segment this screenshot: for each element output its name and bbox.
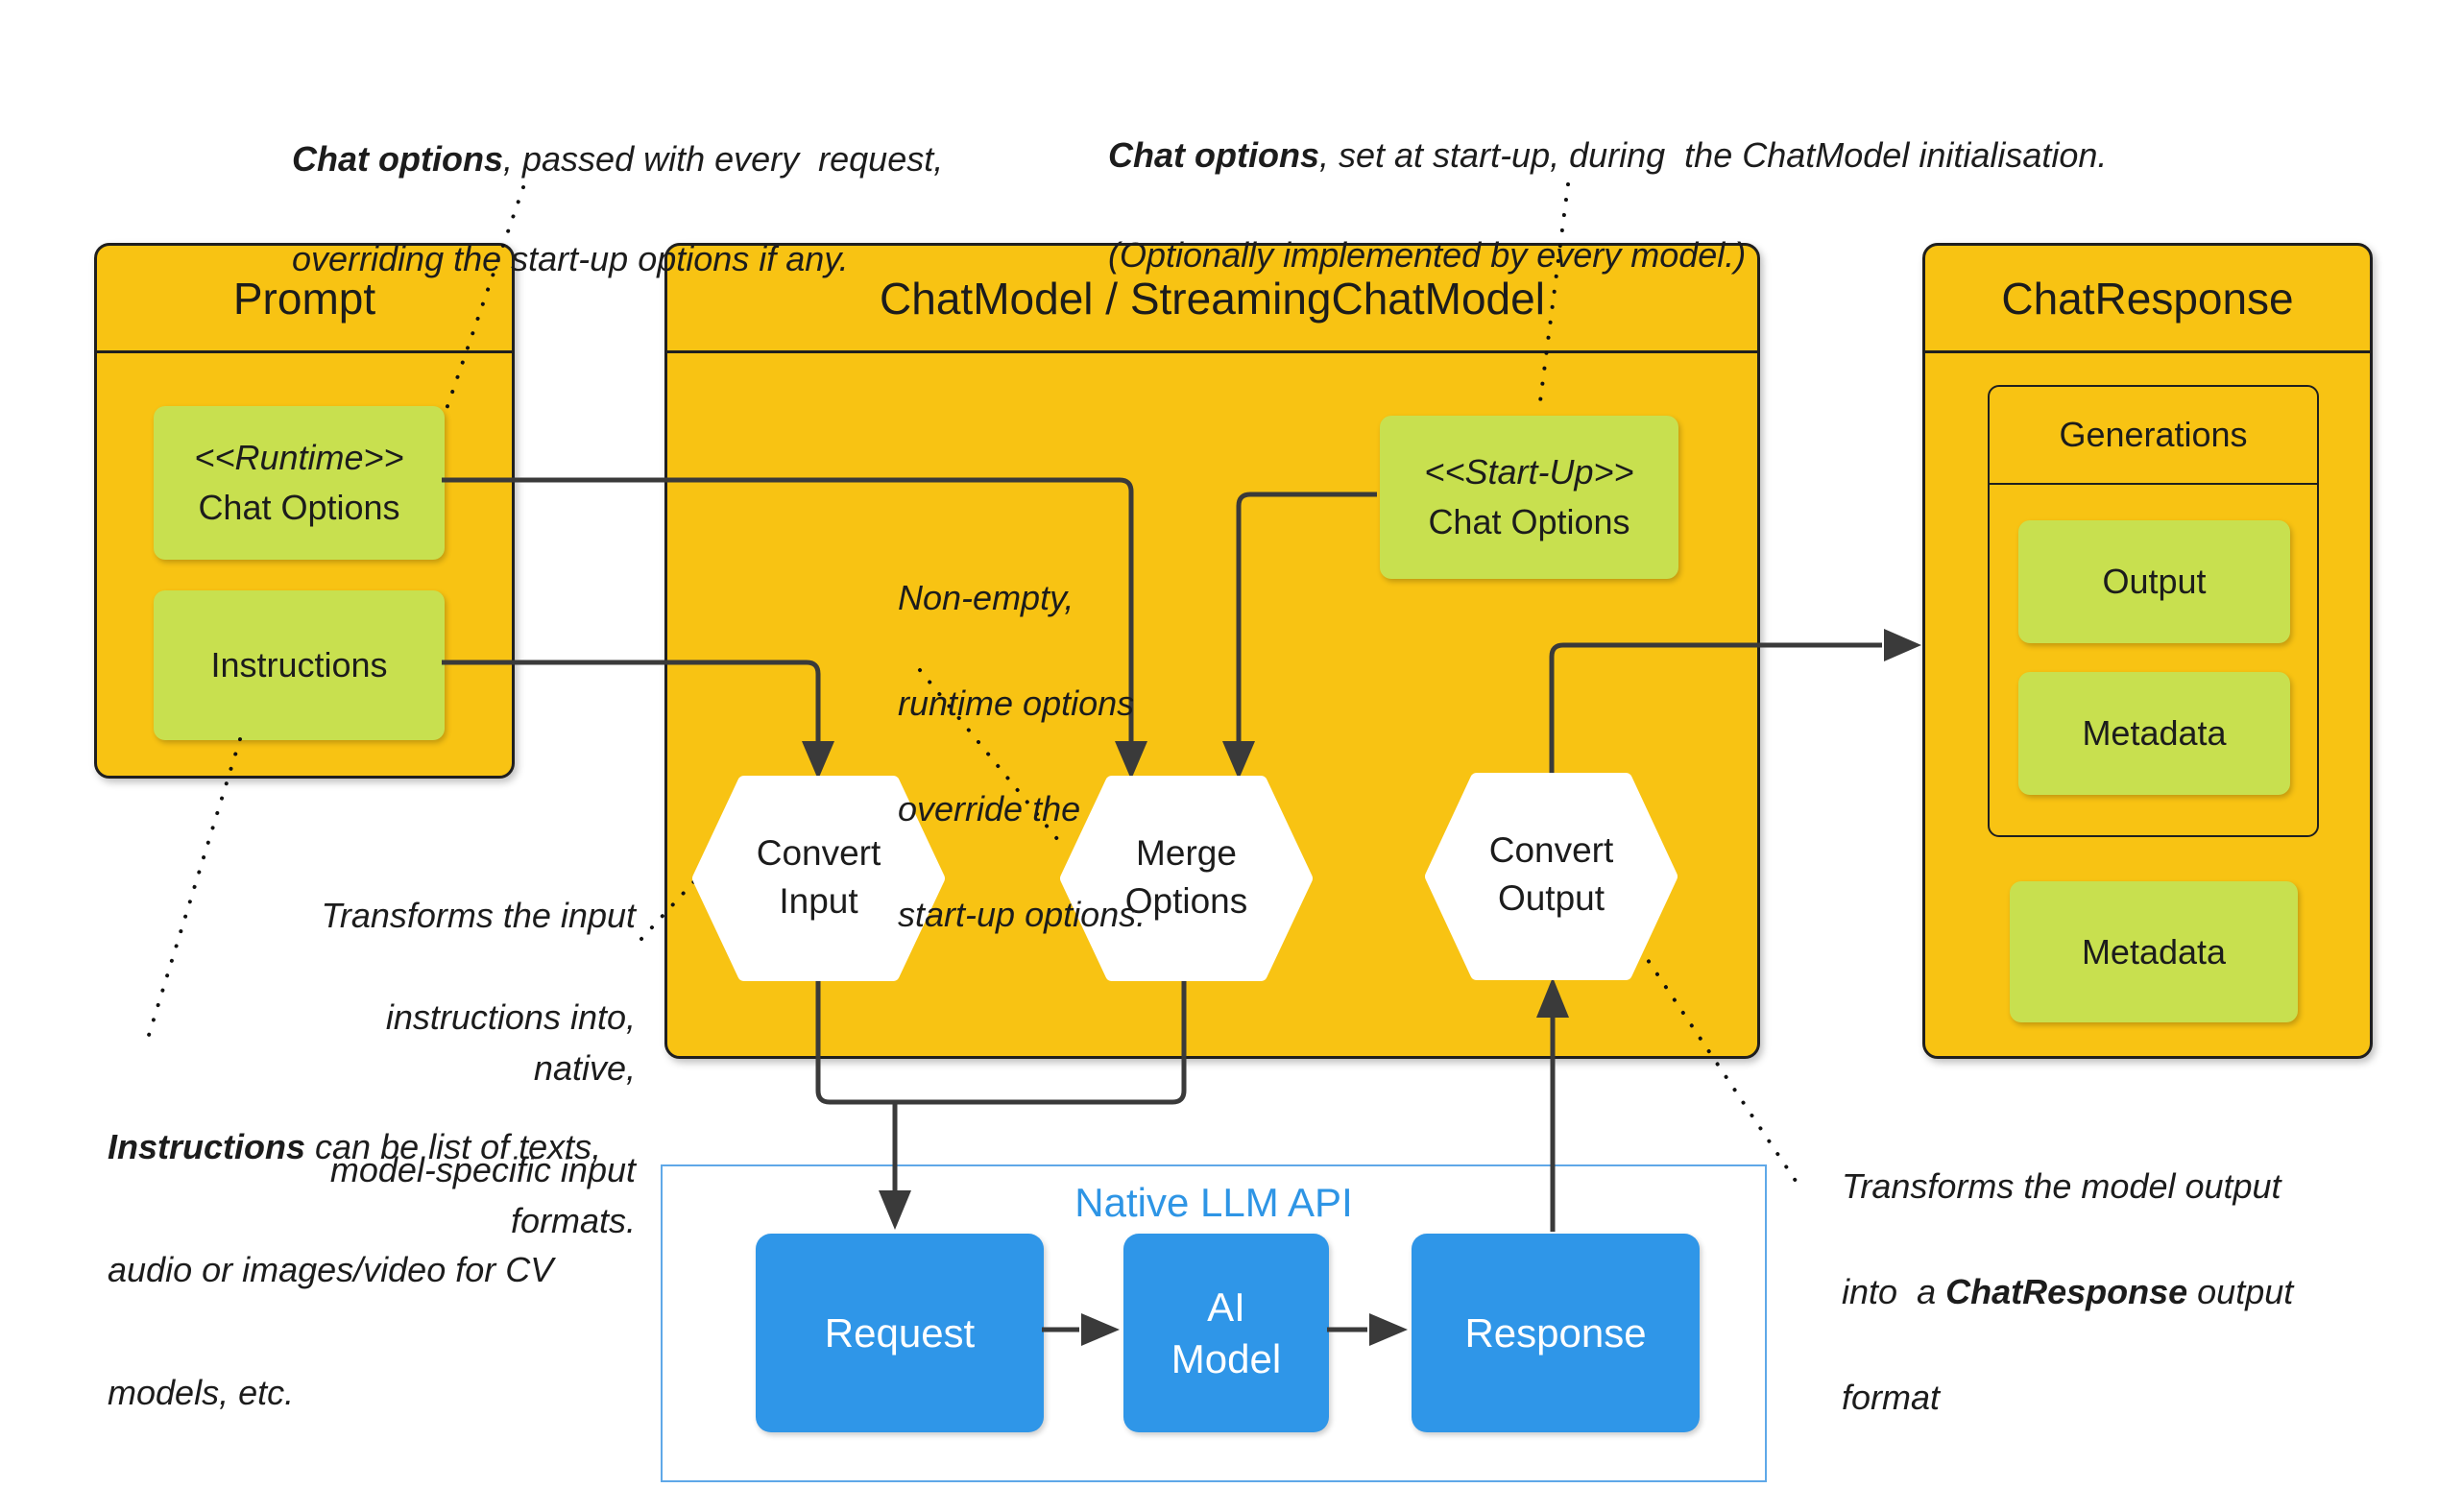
runtime-chat-options-label: Chat Options [198,488,400,527]
runtime-note-bold: Chat options [292,139,503,179]
runtime-stereotype: <<Runtime>> [194,438,404,477]
merge-note-line3: override the [898,789,1081,828]
runtime-chat-options-box: <<Runtime>> Chat Options [154,406,445,560]
generations-metadata-box: Metadata [2018,672,2290,795]
response-metadata-label: Metadata [2081,931,2227,972]
startup-chat-options-box: <<Start-Up>> Chat Options [1380,416,1678,579]
convert-output-note-line1: Transforms the model output [1842,1166,2281,1206]
startup-chat-options-label: Chat Options [1428,502,1630,541]
generations-label: Generations [1990,387,2317,485]
runtime-note-rest: , passed with every request, [503,139,944,179]
response-box: Response [1412,1234,1700,1432]
convert-output-label: Convert Output [1432,827,1671,923]
native-llm-api-box: Native LLM API Request AI Model Response [661,1164,1767,1482]
response-metadata-box: Metadata [2010,881,2298,1022]
startup-options-note: Chat options, set at start-up, during th… [1070,81,2107,330]
convert-output-note-line2a: into a [1842,1272,1946,1311]
request-box: Request [756,1234,1044,1432]
convert-input-note-line2: instructions into, native, [385,997,646,1088]
generations-box: Generations Output Metadata [1988,385,2319,837]
request-label: Request [824,1309,976,1356]
output-label: Output [2102,562,2207,601]
startup-note-line2: (Optionally implemented by every model.) [1108,235,1747,275]
convert-input-note: Transforms the input instructions into, … [240,839,636,1297]
merge-note-line1: Non-empty, [898,578,1074,617]
runtime-options-note: Chat options, passed with every request,… [253,84,943,334]
generations-metadata-label: Metadata [2082,713,2227,753]
convert-output-label-line2: Output [1497,878,1605,918]
instructions-box: Instructions [154,590,445,740]
startup-note-rest: , set at start-up, during the ChatModel … [1319,135,2108,175]
convert-output-note: Transforms the model output into a ChatR… [1803,1107,2293,1476]
instructions-note-bold: Instructions [108,1127,306,1166]
ai-model-box: AI Model [1123,1234,1329,1432]
chatresponse-box: ChatResponse Generations Output Metadata… [1922,243,2373,1059]
output-box: Output [2018,520,2290,643]
instructions-note-leader [144,737,242,1046]
arrowhead-into-chatresponse [1884,629,1921,661]
convert-output-note-line2c: output [2187,1272,2294,1311]
startup-note-bold: Chat options [1108,135,1319,175]
runtime-note-line2: overriding the start-up options if any. [292,239,849,278]
response-label: Response [1464,1309,1647,1356]
merge-note-line4: start-up options. [898,895,1147,934]
ai-model-label-line1: AI [1207,1284,1245,1330]
instructions-label: Instructions [210,645,388,684]
instructions-note-rest: can be list of texts, [305,1127,602,1166]
convert-input-note-line1: Transforms the input [321,896,636,935]
convert-output-note-line3: format [1842,1378,1941,1417]
convert-input-note-line3: model-specific input formats. [329,1150,646,1240]
native-llm-api-title: Native LLM API [1074,1180,1353,1225]
convert-output-note-line2b: ChatResponse [1945,1272,2188,1311]
startup-stereotype: <<Start-Up>> [1424,452,1634,492]
convert-output-label-line1: Convert [1488,830,1614,870]
instructions-note-line3: models, etc. [108,1373,295,1412]
merge-note-line2: runtime options [898,684,1135,723]
prompt-title: Prompt [97,246,512,353]
merge-options-note: Non-empty, runtime options override the … [859,518,1146,994]
instructions-note-line2: audio or images/video for CV [108,1250,554,1289]
ai-model-label-line2: Model [1171,1335,1282,1381]
instructions-note: Instructions can be list of texts, audio… [69,1055,601,1485]
chatmodel-title: ChatModel / StreamingChatModel [667,246,1757,353]
chatresponse-title: ChatResponse [1925,246,2370,353]
chatmodel-box: ChatModel / StreamingChatModel <<Start-U… [664,243,1760,1059]
